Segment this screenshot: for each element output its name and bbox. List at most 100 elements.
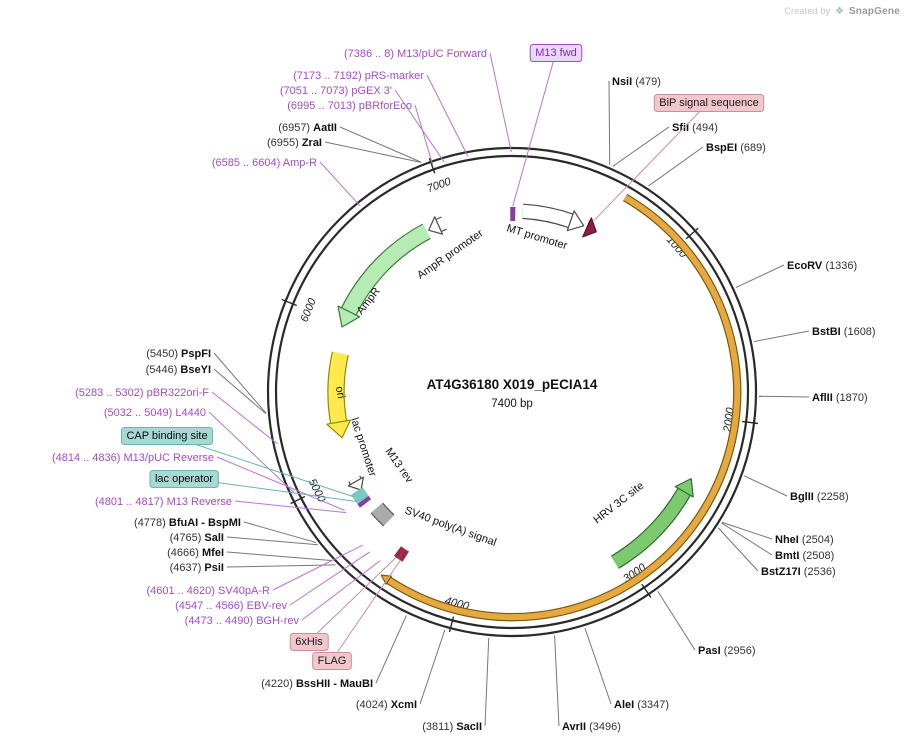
box-label[interactable]: lac operator [155,473,213,485]
callout-label[interactable]: (4473 .. 4490) BGH-rev [185,615,300,627]
callout-mfei[interactable]: (4666) MfeI [167,547,332,561]
callout-sv40pa-r[interactable]: (4601 .. 4620) SV40pA-R [146,544,363,597]
feature-label-hrv-3c-site[interactable]: HRV 3C site [591,480,646,527]
callout-bglii[interactable]: BglII (2258) [744,475,849,503]
callout-box-bip-signal-sequence[interactable]: BiP signal sequence [593,94,765,221]
feature-bip-signal[interactable] [582,217,597,238]
callout-aatii[interactable]: (6957) AatII [278,122,422,163]
callout-nhei[interactable]: NheI (2504) [721,521,834,546]
sv40-polya-body[interactable] [371,503,394,526]
feature-cap-binding-site[interactable] [351,487,366,500]
box-label[interactable]: M13 fwd [535,47,577,59]
callout-label[interactable]: PasI (2956) [698,645,756,657]
cap-binding-site-mark[interactable] [351,487,366,500]
callout-amp-r[interactable]: (6585 .. 6604) Amp-R [212,157,361,207]
feature-his6-site[interactable] [394,546,405,559]
callout-label[interactable]: (4814 .. 4836) M13/pUC Reverse [52,452,214,464]
callout-label[interactable]: (5446) BseYI [146,364,211,376]
callout-bstz17i[interactable]: BstZ17I (2536) [717,527,836,578]
callout-box-flag[interactable]: FLAG [312,560,401,670]
callout-bgh-rev[interactable]: (4473 .. 4490) BGH-rev [185,560,381,627]
callout-label[interactable]: BstBI (1608) [812,326,876,338]
callout-m13-puc-forward[interactable]: (7386 .. 8) M13/pUC Forward [344,48,512,153]
callout-alei[interactable]: AleI (3347) [584,627,669,711]
m13-rev-site-mark[interactable] [356,495,372,508]
callout-label[interactable]: (6585 .. 6604) Amp-R [212,157,317,169]
callout-label[interactable]: BstZ17I (2536) [761,566,836,578]
feature-flag-site[interactable] [398,549,409,562]
callout-label[interactable]: NheI (2504) [775,534,834,546]
box-label[interactable]: FLAG [318,655,347,667]
callout-label[interactable]: (4765) SalI [170,532,224,544]
callout-sacii[interactable]: (3811) SacII [422,637,490,733]
callout-label[interactable]: (4601 .. 4620) SV40pA-R [146,585,270,597]
feature-ampr-promoter[interactable]: AmpR promoter [415,216,486,282]
callout-pgex-3[interactable]: (7051 .. 7073) pGEX 3' [280,85,445,163]
callout-sali[interactable]: (4765) SalI [170,532,318,546]
callout-bseyi[interactable]: (5446) BseYI [146,364,267,415]
callout-nsii[interactable]: NsiI (479) [608,76,661,166]
callout-bmti[interactable]: BmtI (2508) [721,522,834,562]
callout-label[interactable]: (4778) BfuAI - BspMI [134,517,241,529]
callout-label[interactable]: BglII (2258) [790,491,849,503]
callout-label[interactable]: (5032 .. 5049) L4440 [104,407,206,419]
callout-label[interactable]: (7386 .. 8) M13/pUC Forward [344,48,487,60]
callout-prs-marker[interactable]: (7173 .. 7192) pRS-marker [293,70,469,157]
callout-pbrforeco[interactable]: (6995 .. 7013) pBRforEco [287,100,434,166]
callout-label[interactable]: NsiI (479) [612,76,661,88]
callout-label[interactable]: (5283 .. 5302) pBR322ori-F [75,387,209,399]
callout-bstbi[interactable]: BstBI (1608) [753,326,876,343]
callout-label[interactable]: (7051 .. 7073) pGEX 3' [280,85,392,97]
callout-label[interactable]: (4801 .. 4817) M13 Reverse [95,496,232,508]
ori-body[interactable] [328,351,348,424]
callout-label[interactable]: (3811) SacII [422,721,482,733]
callout-label[interactable]: SfiI (494) [672,122,718,134]
callout-label[interactable]: BmtI (2508) [775,550,834,562]
callout-m13-reverse[interactable]: (4801 .. 4817) M13 Reverse [95,496,347,514]
callout-sfii[interactable]: SfiI (494) [612,122,718,167]
callout-label[interactable]: BspEI (689) [706,142,766,154]
feature-label-lac-promoter[interactable]: lac promoter [348,416,378,478]
callout-label[interactable]: (6995 .. 7013) pBRforEco [287,100,412,112]
hrv-3c-site-body[interactable] [611,488,690,568]
box-label[interactable]: 6xHis [295,636,323,648]
feature-insert-cds[interactable] [380,193,742,622]
callout-ecorv[interactable]: EcoRV (1336) [735,260,857,289]
callout-label[interactable]: (5450) PspFI [146,348,211,360]
callout-avrii[interactable]: AvrII (3496) [554,635,621,733]
ampr-promoter-body[interactable] [436,217,447,231]
flag-site-mark[interactable] [398,549,409,562]
m13-fwd-site-mark[interactable] [510,207,516,221]
callout-label[interactable]: (6955) ZraI [267,137,322,149]
box-label[interactable]: CAP binding site [126,430,207,442]
his6-site-mark[interactable] [394,546,405,559]
callout-ebv-rev[interactable]: (4547 .. 4566) EBV-rev [175,551,371,612]
insert-cds-body[interactable] [387,194,741,621]
feature-lac-promoter[interactable]: lac promoter [347,416,379,491]
callout-label[interactable]: (7173 .. 7192) pRS-marker [293,70,424,82]
callout-label[interactable]: (4666) MfeI [167,547,224,559]
box-label[interactable]: BiP signal sequence [659,97,758,109]
feature-label-sv40-polya[interactable]: SV40 poly(A) signal [403,505,498,549]
feature-label-m13-rev-site[interactable]: M13 rev [383,446,416,486]
callout-psii[interactable]: (4637) PsiI [170,562,336,574]
callout-label[interactable]: (6957) AatII [278,122,337,134]
callout-zrai[interactable]: (6955) ZraI [267,137,421,163]
feature-sv40-polya[interactable]: SV40 poly(A) signal [370,502,498,549]
ampr-body[interactable] [342,224,431,315]
mt-promoter-body[interactable] [522,204,573,227]
feature-mt-promoter[interactable]: MT promoter [505,203,585,252]
feature-lac-operator-site[interactable] [354,492,369,505]
callout-bsshii-maubi[interactable]: (4220) BssHII - MauBI [261,615,407,690]
callout-box-6xhis[interactable]: 6xHis [289,557,397,651]
feature-ori[interactable]: ori [326,351,351,439]
callout-label[interactable]: (4637) PsiI [170,562,224,574]
feature-label-mt-promoter[interactable]: MT promoter [505,222,569,252]
callout-label[interactable]: AflII (1870) [812,392,868,404]
callout-aflii[interactable]: AflII (1870) [758,392,868,404]
callout-bfuai-bspmi[interactable]: (4778) BfuAI - BspMI [134,517,317,544]
callout-bspei[interactable]: BspEI (689) [648,142,766,187]
callout-label[interactable]: AleI (3347) [614,699,669,711]
lac-operator-site-mark[interactable] [354,492,369,505]
callout-pbr322ori-f[interactable]: (5283 .. 5302) pBR322ori-F [75,387,279,445]
